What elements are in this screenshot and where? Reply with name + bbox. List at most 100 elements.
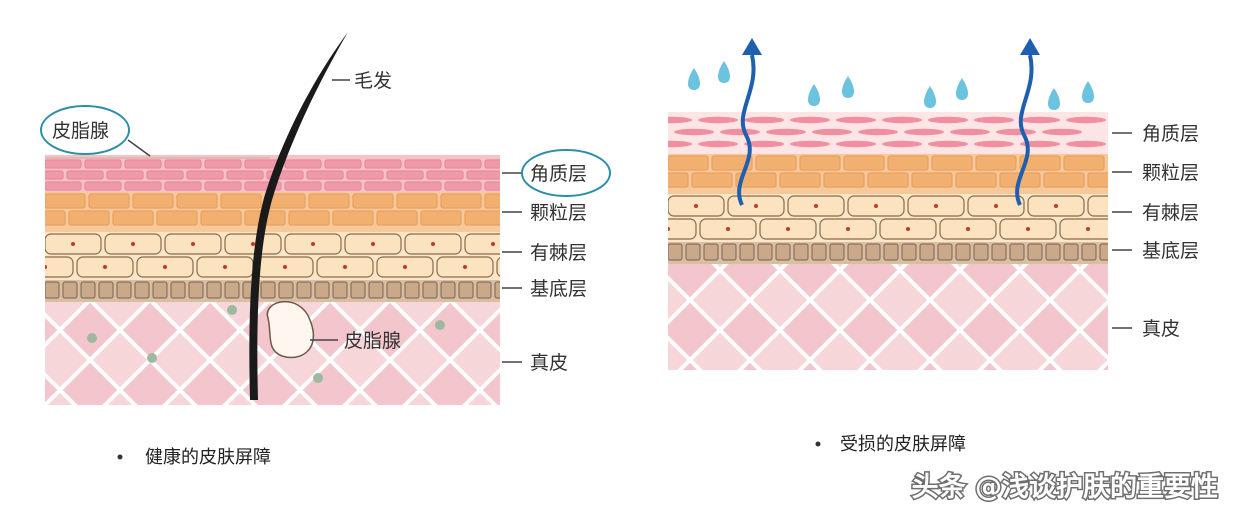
basale-cell bbox=[224, 281, 240, 299]
label-sebaceous-gland: 皮脂腺 bbox=[344, 330, 401, 352]
damaged-corneum-cell bbox=[858, 128, 898, 136]
basale-cell bbox=[116, 281, 132, 299]
basale-cell-right bbox=[937, 243, 953, 261]
basale-cell bbox=[206, 281, 222, 299]
damaged-corneum-cell bbox=[744, 116, 784, 124]
granulosum-cell-right bbox=[955, 172, 997, 188]
spinosum-cell-right-nucleus bbox=[694, 204, 698, 208]
damaged-corneum-cell bbox=[950, 128, 990, 136]
granulosum-cell-right bbox=[799, 155, 841, 171]
corneum-cell bbox=[386, 170, 424, 180]
spinosum-cell-nucleus bbox=[463, 265, 467, 269]
corneum-cell bbox=[364, 181, 402, 191]
caption-bullet-left bbox=[117, 454, 123, 460]
granulosum-cell bbox=[68, 210, 110, 226]
damaged-corneum-cell bbox=[744, 140, 784, 148]
corneum-cell bbox=[404, 159, 442, 169]
spinosum-cell-right-nucleus bbox=[994, 204, 998, 208]
watermark: 头条 @浅谈护肤的重要性 bbox=[912, 471, 1218, 503]
spinosum-cell-nucleus bbox=[283, 265, 287, 269]
granulosum-cell-right bbox=[867, 172, 909, 188]
basale-cell-right bbox=[1027, 243, 1043, 261]
spinosum-cell-right-nucleus bbox=[1054, 204, 1058, 208]
corneum-cell bbox=[45, 159, 82, 169]
basale-cell bbox=[188, 281, 204, 299]
spinosum-cell-right-nucleus bbox=[754, 204, 758, 208]
spinosum-cell bbox=[464, 233, 500, 255]
damaged-corneum-cell bbox=[790, 140, 830, 148]
spinosum-cell-right-nucleus bbox=[906, 227, 910, 231]
granulosum-cell bbox=[464, 210, 500, 226]
label-spinosum-right: 有棘层 bbox=[1142, 202, 1199, 224]
spinosum-cell-right-nucleus bbox=[814, 204, 818, 208]
water-drops bbox=[688, 61, 1094, 110]
spinosum-cell-right-nucleus bbox=[966, 227, 970, 231]
granulosum-cell-right bbox=[843, 155, 885, 171]
damaged-corneum-cell bbox=[904, 128, 944, 136]
granulosum-cell-right bbox=[1087, 172, 1108, 188]
label-dermis-left: 真皮 bbox=[530, 352, 568, 374]
water-drop bbox=[808, 84, 820, 106]
healthy-skin-diagram bbox=[45, 155, 527, 405]
basale-cell-right bbox=[739, 243, 755, 261]
corneum-cell bbox=[444, 181, 482, 191]
spinosum-cell-right-nucleus bbox=[1114, 204, 1118, 208]
water-drop bbox=[842, 76, 854, 98]
damaged-corneum-cell bbox=[720, 128, 760, 136]
damaged-corneum-cell bbox=[928, 140, 968, 148]
granulosum-cell bbox=[440, 193, 482, 209]
label-granulosum-right: 颗粒层 bbox=[1142, 162, 1199, 184]
dermis-layer-right bbox=[668, 262, 1108, 370]
damaged-corneum-cell bbox=[928, 116, 968, 124]
water-drop bbox=[1048, 88, 1060, 110]
basale-cell bbox=[404, 281, 420, 299]
basale-cell-right bbox=[847, 243, 863, 261]
corneum-cell bbox=[66, 170, 104, 180]
basale-cell bbox=[45, 281, 60, 299]
corneum-cell bbox=[226, 170, 264, 180]
damaged-skin-diagram bbox=[668, 112, 1118, 370]
granulosum-cell-right bbox=[1063, 155, 1105, 171]
spinosum-cell-nucleus bbox=[71, 242, 75, 246]
granulosum-cell bbox=[352, 193, 394, 209]
basale-cell bbox=[440, 281, 456, 299]
basale-cell-right bbox=[775, 243, 791, 261]
corneum-cell bbox=[146, 170, 184, 180]
water-drop bbox=[688, 68, 700, 90]
damaged-corneum-cell bbox=[836, 140, 876, 148]
corneum-cell bbox=[45, 181, 82, 191]
granulosum-cell bbox=[376, 210, 418, 226]
basale-cell bbox=[80, 281, 96, 299]
label-basale-right: 基底层 bbox=[1142, 240, 1199, 262]
water-drop bbox=[924, 86, 936, 108]
corneum-cell bbox=[404, 181, 442, 191]
basale-cell bbox=[152, 281, 168, 299]
basale-cell-right bbox=[685, 243, 701, 261]
damaged-corneum-cell bbox=[698, 140, 738, 148]
granulosum-cell-right bbox=[691, 172, 733, 188]
basale-cell-right bbox=[811, 243, 827, 261]
left-label-lines bbox=[127, 79, 522, 363]
granulosum-cell-right bbox=[779, 172, 821, 188]
granulosum-cell-right bbox=[668, 172, 689, 188]
granulosum-cell bbox=[308, 193, 350, 209]
granulosum-cell-right bbox=[887, 155, 929, 171]
basale-cell-right bbox=[865, 243, 881, 261]
granulosum-cell-right bbox=[755, 155, 797, 171]
damaged-corneum-cell bbox=[882, 140, 922, 148]
basale-cell bbox=[260, 281, 276, 299]
basale-cell-right bbox=[793, 243, 809, 261]
basale-cell-right bbox=[668, 243, 683, 261]
basale-cell-right bbox=[1009, 243, 1025, 261]
granulosum-cell bbox=[45, 210, 66, 226]
corneum-cell bbox=[84, 159, 122, 169]
granulosum-cell bbox=[45, 193, 86, 209]
sebaceous-gland-shape bbox=[266, 301, 315, 359]
corneum-cell bbox=[284, 181, 322, 191]
spinosum-cell-nucleus bbox=[523, 265, 527, 269]
basale-cell bbox=[62, 281, 78, 299]
caption-bullet-right bbox=[815, 441, 821, 447]
basale-cell-right bbox=[883, 243, 899, 261]
corneum-cell bbox=[124, 181, 162, 191]
corneum-cell bbox=[426, 170, 464, 180]
